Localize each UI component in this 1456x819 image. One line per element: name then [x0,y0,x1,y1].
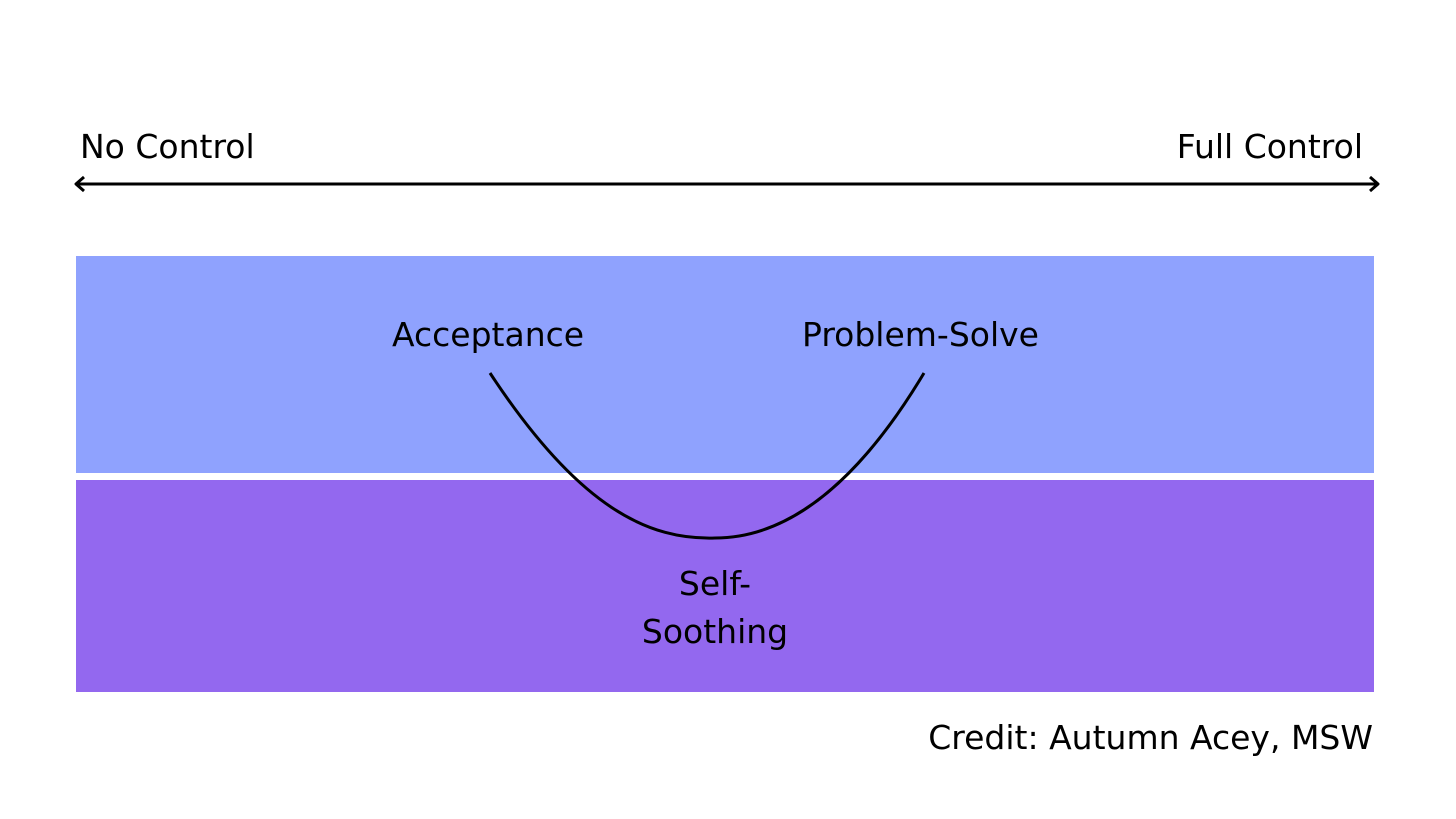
self-soothing-label: Self- Soothing [615,560,815,656]
full-control-label: Full Control [1176,127,1363,166]
acceptance-label: Acceptance [392,315,585,354]
no-control-label: No Control [80,127,255,166]
self-soothing-line-2: Soothing [641,612,789,651]
problem-solve-label: Problem-Solve [802,315,1039,354]
credit-text: Credit: Autumn Acey, MSW [928,718,1373,757]
upper-zone-band [76,256,1374,473]
self-soothing-line-1: Self- [678,564,752,603]
control-axis-arrow [74,175,1380,193]
